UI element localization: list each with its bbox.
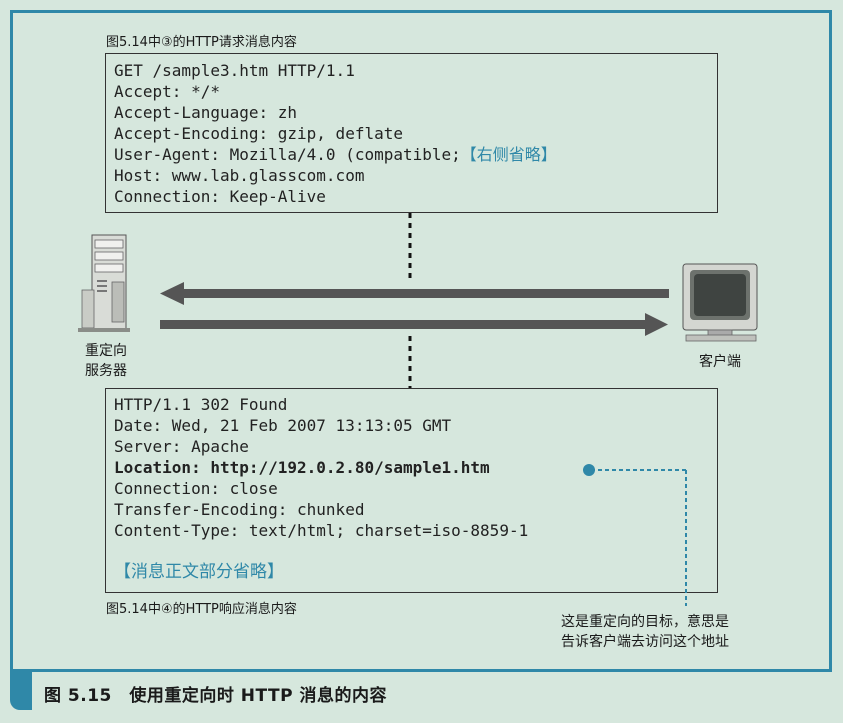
figure-frame: [10, 10, 832, 672]
client-monitor-icon: [682, 263, 758, 342]
request-line: Accept-Language: zh: [114, 103, 298, 122]
annotation-line: 告诉客户端去访问这个地址: [561, 634, 729, 650]
server-label-line: 重定向: [85, 343, 127, 359]
response-body-omitted-note: 【消息正文部分省略】: [114, 562, 284, 582]
request-line: Accept-Encoding: gzip, deflate: [114, 124, 403, 143]
caption-bar: [10, 672, 832, 713]
request-caption: 图5.14中③的HTTP请求消息内容: [106, 35, 297, 50]
request-message-box: GET /sample3.htm HTTP/1.1 Accept: */* Ac…: [105, 53, 718, 213]
request-line: Connection: Keep-Alive: [114, 187, 326, 206]
server-icon: [78, 234, 130, 332]
annotation-line: 这是重定向的目标，意思是: [561, 614, 729, 630]
client-label: 客户端: [699, 354, 741, 370]
request-line: GET /sample3.htm HTTP/1.1: [114, 61, 355, 80]
response-line: Server: Apache: [114, 437, 249, 456]
response-line-location: Location: http://192.0.2.80/sample1.htm: [114, 458, 490, 477]
figure-caption: 图 5.15 使用重定向时 HTTP 消息的内容: [44, 686, 387, 706]
request-omitted-note: 【右侧省略】: [460, 145, 557, 164]
response-line: Transfer-Encoding: chunked: [114, 500, 365, 519]
arrow-to-client-icon: [160, 313, 668, 336]
response-line: HTTP/1.1 302 Found: [114, 395, 288, 414]
arrow-to-server-icon: [160, 282, 669, 305]
response-line: Connection: close: [114, 479, 278, 498]
caption-tab: [10, 672, 32, 710]
response-message-box: HTTP/1.1 302 Found Date: Wed, 21 Feb 200…: [105, 388, 718, 593]
server-label-line: 服务器: [85, 363, 127, 379]
response-caption: 图5.14中④的HTTP响应消息内容: [106, 602, 297, 617]
response-line: Content-Type: text/html; charset=iso-885…: [114, 521, 529, 540]
annotation-dot-icon: [583, 464, 595, 476]
user-agent-text: User-Agent: Mozilla/4.0 (compatible;: [114, 145, 461, 164]
request-line: Accept: */*: [114, 82, 220, 101]
request-line: Host: www.lab.glasscom.com: [114, 166, 365, 185]
request-line-user-agent: User-Agent: Mozilla/4.0 (compatible;【右侧省…: [114, 144, 557, 165]
server-label: 重定向 服务器: [80, 341, 132, 381]
response-line: Date: Wed, 21 Feb 2007 13:13:05 GMT: [114, 416, 452, 435]
